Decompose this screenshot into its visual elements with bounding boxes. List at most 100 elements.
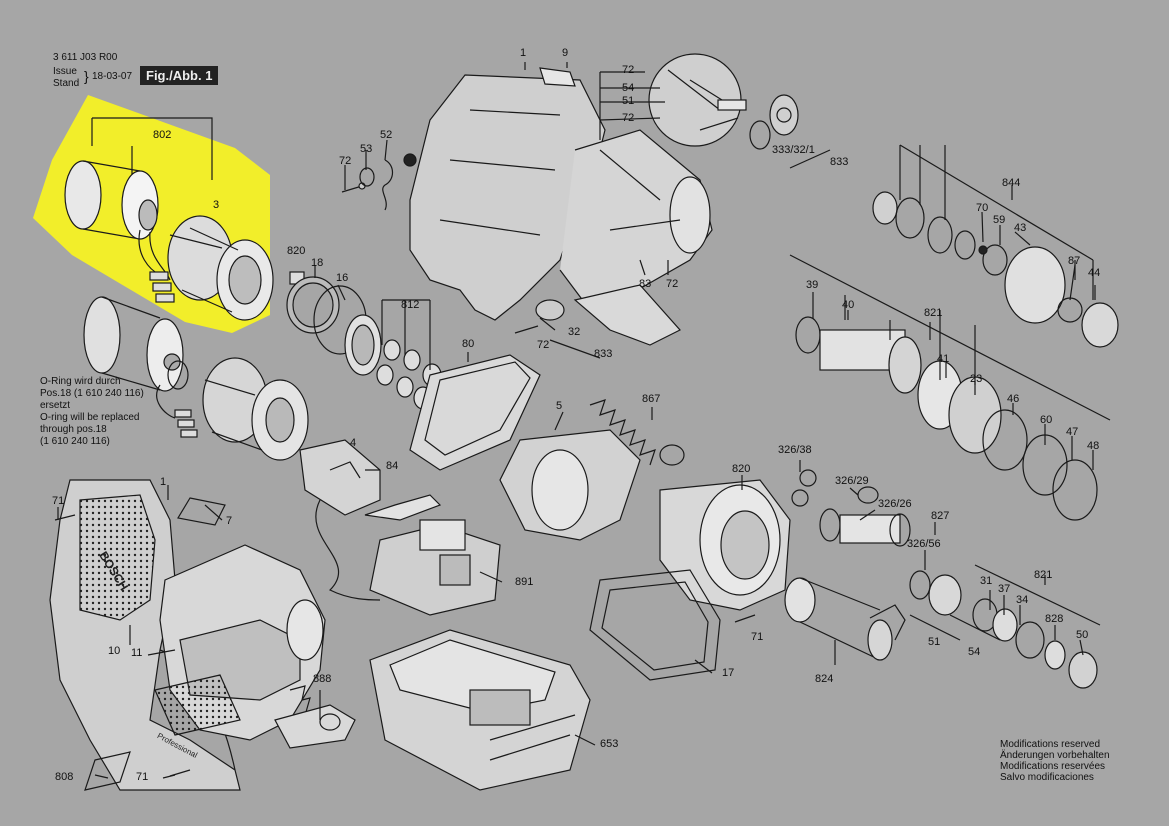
note-oring-en-2: through pos.18 <box>40 424 107 435</box>
battery-653 <box>369 629 591 791</box>
label-part-41: 41 <box>937 353 950 365</box>
electronics-891 <box>369 519 501 616</box>
note-oring-de-1: O-Ring wird durch <box>40 376 121 387</box>
label-part-824: 824 <box>815 673 834 685</box>
note-oring-en-1: O-ring will be replaced <box>40 412 140 423</box>
label-part-820-mid: 820 <box>732 463 751 475</box>
shaft-824 <box>784 577 906 661</box>
label-part-808: 808 <box>55 771 74 783</box>
label-part-844: 844 <box>1002 177 1021 189</box>
label-part-54-low: 54 <box>968 646 981 658</box>
label-part-827: 827 <box>931 510 950 522</box>
issue-date: 18-03-07 <box>92 71 133 82</box>
label-part-891: 891 <box>515 576 534 588</box>
label-part-84: 84 <box>386 460 399 472</box>
label-part-40: 40 <box>842 299 855 311</box>
toolholder-844 <box>872 144 1119 348</box>
label-part-802: 802 <box>153 129 172 141</box>
arrow-833-top <box>789 149 831 169</box>
label-part-50: 50 <box>1076 629 1089 641</box>
label-part-5: 5 <box>556 400 563 412</box>
label-part-44: 44 <box>1088 267 1101 279</box>
label-part-72-b: 72 <box>622 112 635 124</box>
label-part-47: 47 <box>1066 426 1079 438</box>
motor-stator-highlighted <box>64 160 175 303</box>
label-part-51-top: 51 <box>622 95 635 107</box>
cable <box>315 499 381 601</box>
label-part-11: 11 <box>131 647 143 659</box>
lower-spindle-821 <box>791 469 1101 689</box>
label-part-71-bottom: 71 <box>136 771 149 783</box>
drill-housing-half <box>49 479 241 791</box>
washer-53 <box>359 167 375 187</box>
note-oring-en-3: (1 610 240 116) <box>40 436 110 447</box>
label-sticker-808 <box>84 751 131 791</box>
label-part-83: 83 <box>639 278 652 290</box>
figure-label: Fig./Abb. 1 <box>140 66 219 85</box>
label-part-653: 653 <box>600 738 619 750</box>
main-housing-shell <box>409 67 713 321</box>
label-part-833-mid: 833 <box>594 348 613 360</box>
modifications-en: Modifications reserved <box>1000 739 1101 750</box>
label-part-31: 31 <box>980 575 993 587</box>
issue-label: Issue <box>53 66 77 77</box>
label-part-867: 867 <box>642 393 661 405</box>
label-part-326-26: 326/26 <box>878 498 912 510</box>
frame-17 <box>589 569 721 681</box>
cylinder-5 <box>499 429 641 541</box>
label-part-888: 888 <box>313 673 332 685</box>
label-part-821-mid: 821 <box>924 307 943 319</box>
pin-829 <box>949 614 1001 641</box>
stand-label: Stand <box>53 78 80 89</box>
note-oring-de-3: ersetzt <box>40 400 71 411</box>
spindle-821 <box>789 254 1111 521</box>
label-part-71-mid: 71 <box>751 631 764 643</box>
arrow-833-mid <box>549 339 601 359</box>
switch-mechanism <box>648 53 747 147</box>
gearbox-cover-80 <box>409 354 541 471</box>
brace-glyph: } <box>84 68 89 84</box>
motor-housing <box>202 357 309 461</box>
label-part-71-left: 71 <box>52 495 65 507</box>
switch-4 <box>299 439 381 516</box>
modifications-es: Salvo modificaciones <box>1000 772 1094 783</box>
label-part-1-top: 1 <box>520 47 527 59</box>
spring-52 <box>382 159 394 211</box>
label-part-833-top: 833 <box>830 156 849 168</box>
label-part-3: 3 <box>213 199 220 211</box>
document-number: 3 611 J03 R00 <box>53 52 118 63</box>
bearing-833-top <box>749 94 799 150</box>
label-part-4: 4 <box>350 437 357 449</box>
label-part-72-c: 72 <box>339 155 352 167</box>
label-part-1-low: 1 <box>160 476 167 488</box>
label-part-52: 52 <box>380 129 393 141</box>
gear-bracket-32 <box>535 284 681 346</box>
leader-lines <box>57 62 1096 779</box>
label-part-72-e: 72 <box>537 339 550 351</box>
label-part-59: 59 <box>993 214 1006 226</box>
label-part-326-56: 326/56 <box>907 538 941 550</box>
label-part-87: 87 <box>1068 255 1081 267</box>
label-part-23: 23 <box>970 373 983 385</box>
depth-stop-888 <box>274 685 356 749</box>
label-part-17: 17 <box>722 667 735 679</box>
label-part-32: 32 <box>568 326 581 338</box>
spring-867 <box>589 399 685 466</box>
label-part-7: 7 <box>226 515 233 527</box>
label-part-34: 34 <box>1016 594 1029 606</box>
label-part-48: 48 <box>1087 440 1100 452</box>
label-part-333-32-1: 333/32/1 <box>772 144 815 156</box>
screw-72-mid <box>514 325 539 334</box>
label-part-821-low: 821 <box>1034 569 1053 581</box>
label-part-16: 16 <box>336 272 349 284</box>
label-part-9: 9 <box>562 47 569 59</box>
label-part-43: 43 <box>1014 222 1027 234</box>
lever-84 <box>364 494 442 521</box>
label-part-37: 37 <box>998 583 1011 595</box>
label-part-54-top: 54 <box>622 82 635 94</box>
gear-housing-820 <box>659 479 791 611</box>
label-part-326-29: 326/29 <box>835 475 869 487</box>
motor-housing-highlighted <box>167 215 274 321</box>
label-part-80: 80 <box>462 338 475 350</box>
